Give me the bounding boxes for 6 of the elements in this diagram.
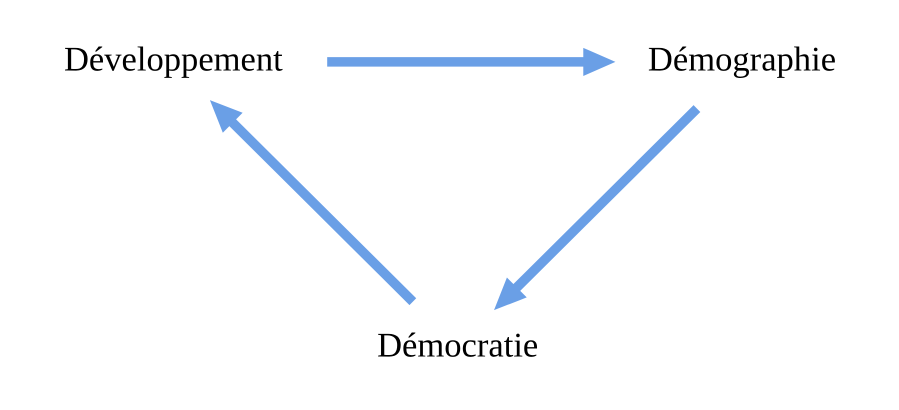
node-text: Démographie — [647, 40, 836, 78]
node-text: Démocratie — [376, 326, 538, 365]
arrow — [494, 105, 700, 310]
arrow — [209, 100, 416, 306]
node-text: Développement — [63, 40, 282, 78]
arrow — [326, 48, 615, 76]
